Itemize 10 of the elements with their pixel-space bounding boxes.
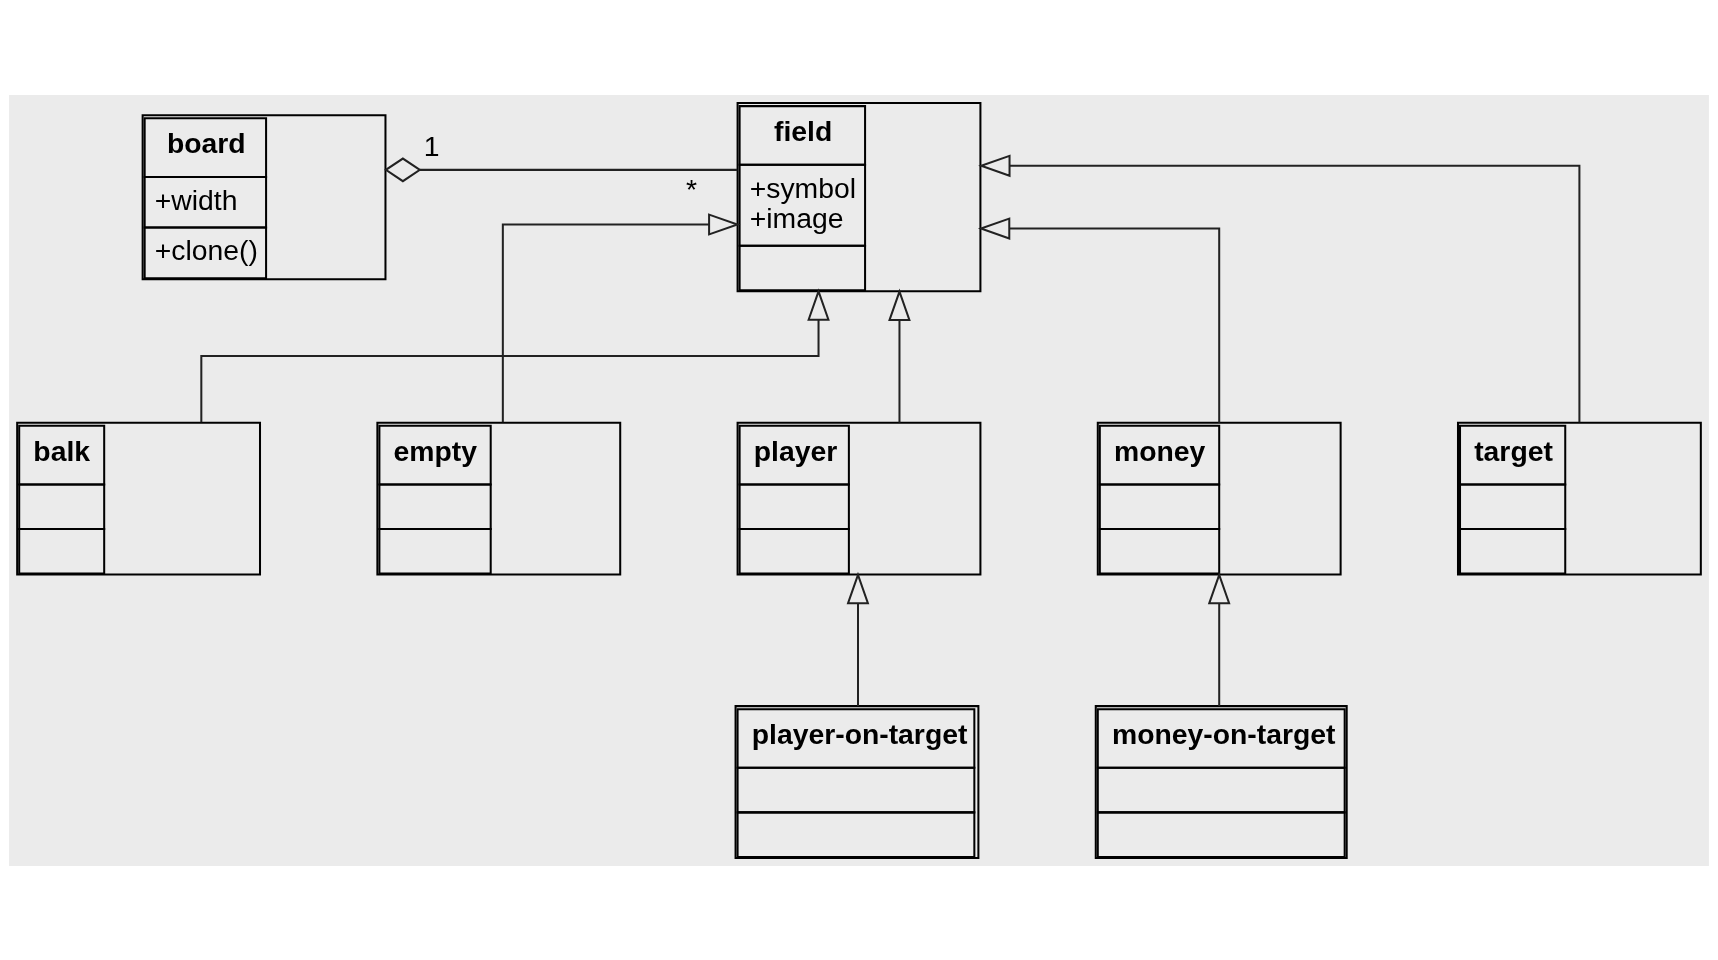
arrow xyxy=(846,571,870,706)
arrow xyxy=(1207,571,1231,706)
arrow xyxy=(501,212,741,422)
label: * xyxy=(685,172,697,205)
arrow xyxy=(977,216,1221,423)
arrow xyxy=(978,154,1581,422)
label: 1 xyxy=(423,129,440,162)
arrow xyxy=(888,288,911,423)
arrow xyxy=(200,287,830,422)
connector xyxy=(384,156,738,182)
